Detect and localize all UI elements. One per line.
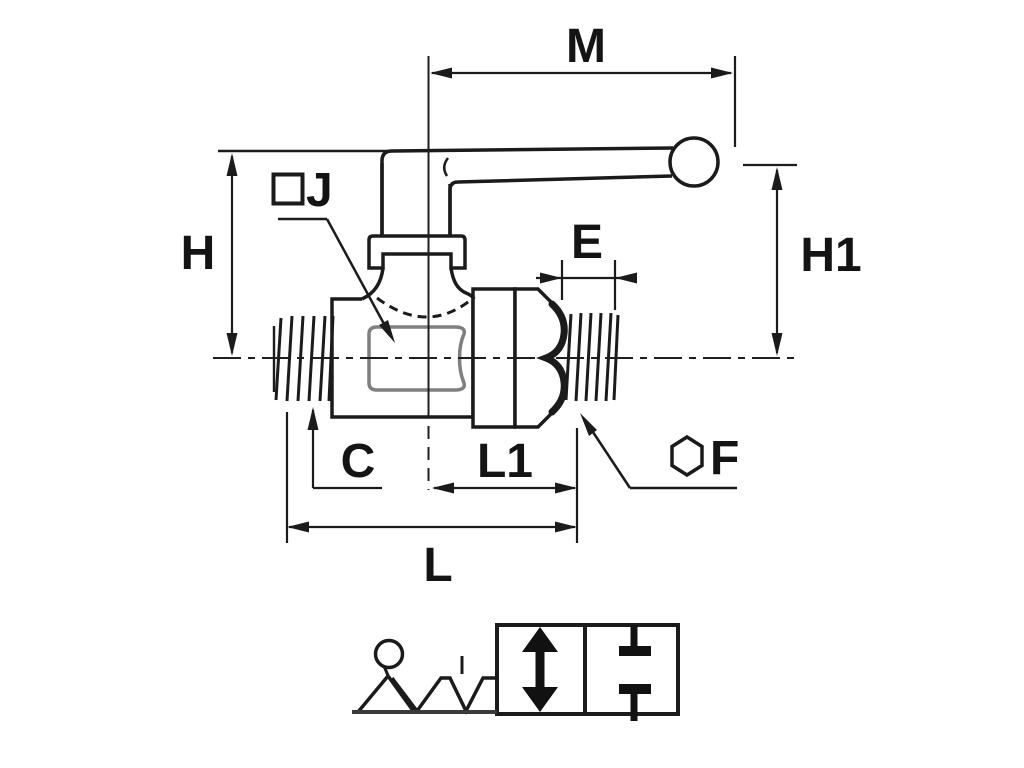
arrowhead — [580, 413, 597, 436]
dim-label-c: C — [341, 435, 376, 488]
arrowhead-down — [771, 333, 783, 356]
arrowhead-left — [430, 67, 452, 79]
dim-label-l: L — [423, 539, 452, 592]
thread-crest — [594, 312, 603, 402]
leader-line — [325, 218, 392, 336]
dimension-m — [430, 56, 737, 147]
dimension-h1 — [743, 163, 797, 356]
handle-top-outline — [380, 146, 674, 236]
dimension-l1 — [432, 482, 577, 494]
arrowhead-right — [555, 521, 577, 533]
arrowhead — [379, 320, 395, 343]
dim-label-l1: L1 — [477, 435, 533, 488]
arrowhead-right — [555, 482, 577, 494]
arrowhead-left — [432, 482, 454, 494]
dimension-e — [536, 260, 637, 310]
dim-label-h1: H1 — [800, 229, 861, 282]
handle-bend-mark — [443, 157, 450, 177]
leader-c — [307, 407, 382, 490]
arrowhead-down — [226, 333, 238, 356]
dim-label-e: E — [571, 216, 603, 269]
dim-label-m: M — [566, 20, 606, 73]
square-bore-outline — [367, 325, 467, 392]
arrowhead-up — [226, 153, 238, 176]
valve-body — [330, 297, 475, 419]
leader-f — [580, 413, 737, 490]
dim-label-f: F — [710, 432, 739, 485]
hidden-ball-arc — [376, 296, 474, 319]
flow-arrow-head-up — [522, 627, 558, 652]
handle-knob — [668, 136, 720, 188]
stem-cap — [367, 234, 467, 270]
hexagon-icon — [670, 434, 704, 478]
valve-schematic-symbol — [352, 623, 680, 721]
bonnet-right-curve — [449, 267, 476, 300]
flow-arrow-head-down — [522, 687, 558, 712]
lever-knob-icon — [373, 638, 405, 670]
leader-j — [278, 217, 395, 343]
square-icon — [271, 172, 305, 206]
thread-crest — [584, 312, 593, 402]
arrowhead-up — [771, 167, 783, 190]
arrowhead-left — [615, 272, 637, 284]
bonnet-left-curve — [361, 267, 385, 301]
arrowhead-right — [540, 272, 562, 284]
arrowhead-right — [711, 67, 733, 79]
dim-label-j: J — [306, 164, 333, 217]
dimension-h — [218, 149, 388, 356]
dimension-l — [285, 412, 579, 543]
handle-bottom-outline — [448, 174, 673, 236]
arrowhead-left — [287, 521, 309, 533]
arrowhead-up — [307, 407, 319, 430]
dim-label-h: H — [181, 227, 216, 280]
